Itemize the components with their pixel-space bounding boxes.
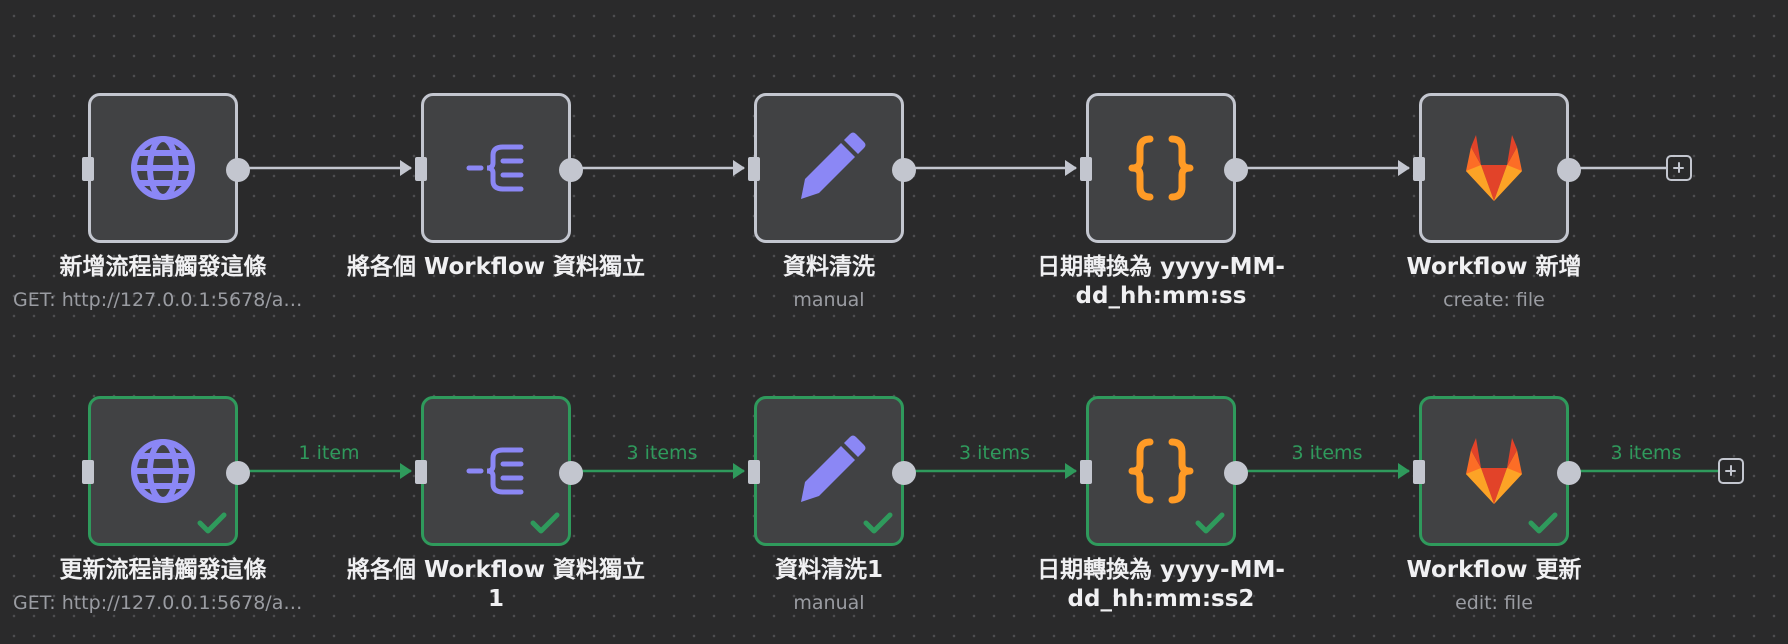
input-port[interactable] [1080, 460, 1092, 484]
workflow-node[interactable] [1413, 396, 1581, 546]
node-subtitle: edit: file [1455, 592, 1533, 614]
output-port[interactable] [226, 461, 250, 485]
output-port[interactable] [226, 158, 250, 182]
workflow-node[interactable] [1413, 93, 1581, 243]
success-check-icon [863, 511, 893, 535]
workflow-node[interactable] [1080, 93, 1248, 243]
input-port[interactable] [748, 157, 760, 181]
node-label: 日期轉換為 yyyy-MM-dd_hh:mm:ss [1037, 254, 1285, 309]
success-check-icon [530, 511, 560, 535]
add-node-button[interactable] [1718, 458, 1744, 484]
output-port[interactable] [1224, 461, 1248, 485]
output-port[interactable] [892, 461, 916, 485]
node-subtitle: manual [793, 289, 865, 311]
success-check-icon [1195, 511, 1225, 535]
input-port[interactable] [1413, 460, 1425, 484]
globe-icon [116, 121, 210, 215]
item-count-label: 1 item [298, 442, 360, 464]
node-subtitle: manual [793, 592, 865, 614]
input-port[interactable] [415, 460, 427, 484]
connection-arrow [400, 463, 412, 479]
input-port[interactable] [1413, 157, 1425, 181]
gitlab-icon [1447, 121, 1541, 215]
input-port[interactable] [748, 460, 760, 484]
success-check-icon [197, 511, 227, 535]
node-label: 將各個 Workflow 資料獨立 [346, 254, 646, 280]
globe-icon [116, 424, 210, 518]
connection-arrow [733, 463, 745, 479]
input-port[interactable] [82, 460, 94, 484]
node-label: 新增流程請觸發這條 [59, 254, 267, 280]
output-port[interactable] [1557, 158, 1581, 182]
workflow-node[interactable] [1080, 396, 1248, 546]
item-count-label: 3 items [1291, 442, 1363, 464]
add-node-button[interactable] [1666, 155, 1692, 181]
input-port[interactable] [82, 157, 94, 181]
connection-arrow [733, 160, 745, 176]
input-port[interactable] [415, 157, 427, 181]
node-subtitle: GET: http://127.0.0.1:5678/api/... [13, 289, 313, 311]
output-port[interactable] [559, 461, 583, 485]
node-label: 資料清洗1 [774, 557, 883, 583]
workflow-node[interactable] [415, 93, 583, 243]
code-braces-icon [1114, 424, 1208, 518]
node-label: 更新流程請觸發這條 [59, 557, 267, 583]
input-port[interactable] [1080, 157, 1092, 181]
workflow-node[interactable] [82, 93, 250, 243]
node-subtitle: create: file [1443, 289, 1545, 311]
connection-arrow [400, 160, 412, 176]
workflow-node[interactable] [415, 396, 583, 546]
output-port[interactable] [892, 158, 916, 182]
node-label: 資料清洗 [783, 254, 875, 280]
gitlab-icon [1447, 424, 1541, 518]
output-port[interactable] [1224, 158, 1248, 182]
pencil-icon [782, 424, 876, 518]
split-items-icon [449, 424, 543, 518]
item-count-label: 3 items [1610, 442, 1682, 464]
connection-arrow [1398, 160, 1410, 176]
output-port[interactable] [1557, 461, 1581, 485]
pencil-icon [782, 121, 876, 215]
node-label: Workflow 新增 [1406, 254, 1582, 280]
code-braces-icon [1114, 121, 1208, 215]
success-check-icon [1528, 511, 1558, 535]
connection-arrow [1065, 463, 1077, 479]
workflow-node[interactable] [748, 396, 916, 546]
item-count-label: 3 items [959, 442, 1030, 464]
item-count-label: 3 items [626, 442, 698, 464]
split-items-icon [449, 121, 543, 215]
node-label: 將各個 Workflow 資料獨立1 [346, 557, 646, 612]
workflow-node[interactable] [82, 396, 250, 546]
connection-arrow [1398, 463, 1410, 479]
connection-arrow [1065, 160, 1077, 176]
workflow-node[interactable] [748, 93, 916, 243]
node-label: 日期轉換為 yyyy-MM-dd_hh:mm:ss2 [1037, 557, 1285, 612]
node-label: Workflow 更新 [1406, 557, 1582, 583]
node-subtitle: GET: http://127.0.0.1:5678/api/... [13, 592, 313, 614]
output-port[interactable] [559, 158, 583, 182]
